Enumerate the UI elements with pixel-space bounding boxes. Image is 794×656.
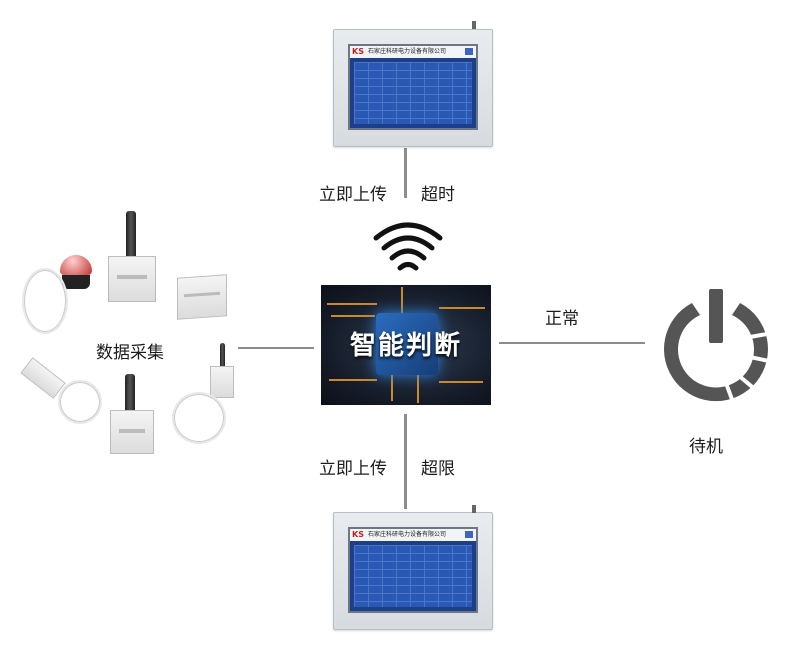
chip-trace	[439, 307, 485, 309]
sensor-wireless-temp-box-2	[110, 410, 154, 454]
line-top	[404, 148, 407, 198]
monitor-top-table	[354, 62, 472, 124]
edge-label-upload-bottom: 立即上传	[319, 459, 387, 479]
sensor-cable-2	[58, 380, 102, 424]
sensor-flat-box	[177, 274, 227, 320]
line-bottom	[404, 414, 407, 509]
power-standby-icon	[664, 289, 778, 409]
monitor-bottom-company: 石家庄科研电力设备有限公司	[368, 531, 447, 538]
monitor-bottom: KS 石家庄科研电力设备有限公司	[333, 512, 493, 630]
monitor-top-antenna-icon	[472, 21, 476, 29]
monitor-bottom-table	[354, 545, 472, 607]
sensor-slim-module-2	[210, 366, 234, 398]
sensor-wireless-temp-box-1	[108, 256, 156, 302]
sensor-antenna-icon	[220, 343, 225, 369]
monitor-bottom-header: KS 石家庄科研电力设备有限公司	[350, 529, 476, 541]
chip-core	[376, 313, 438, 375]
sensor-dome-clamp	[56, 255, 96, 295]
chip-trace	[331, 315, 375, 317]
monitor-badge-icon	[465, 531, 473, 538]
smart-judgment-chip: 智能判断	[321, 285, 491, 405]
sensor-cable-3	[172, 392, 226, 444]
monitor-badge-icon	[465, 48, 473, 55]
edge-label-upload-top: 立即上传	[319, 185, 387, 205]
wifi-signal-icon	[373, 222, 443, 271]
node-label-data-collection: 数据采集	[96, 343, 164, 363]
monitor-top-header: KS 石家庄科研电力设备有限公司	[350, 46, 476, 58]
edge-label-normal: 正常	[545, 309, 579, 329]
chip-trace	[417, 375, 419, 403]
sensor-cable-1	[22, 268, 68, 334]
company-logo-icon: KS	[352, 47, 364, 56]
monitor-bottom-screen: KS 石家庄科研电力设备有限公司	[348, 527, 478, 613]
chip-trace	[327, 303, 377, 305]
sensor-antenna-icon	[125, 374, 135, 414]
edge-label-over-limit: 超限	[421, 459, 455, 479]
chip-trace	[391, 375, 393, 401]
monitor-top-screen: KS 石家庄科研电力设备有限公司	[348, 44, 478, 130]
chip-trace	[401, 287, 403, 313]
line-left	[238, 347, 314, 349]
node-label-standby: 待机	[689, 437, 723, 457]
monitor-bottom-antenna-icon	[472, 505, 476, 513]
node-label-smart-judgment: 智能判断	[349, 331, 462, 361]
monitor-top-company: 石家庄科研电力设备有限公司	[368, 48, 447, 55]
company-logo-icon: KS	[352, 530, 364, 539]
line-right	[499, 342, 645, 344]
sensor-antenna-icon	[126, 211, 136, 259]
monitor-top: KS 石家庄科研电力设备有限公司	[333, 29, 493, 147]
chip-trace	[329, 379, 377, 381]
edge-label-timeout: 超时	[421, 185, 455, 205]
chip-trace	[439, 381, 483, 383]
